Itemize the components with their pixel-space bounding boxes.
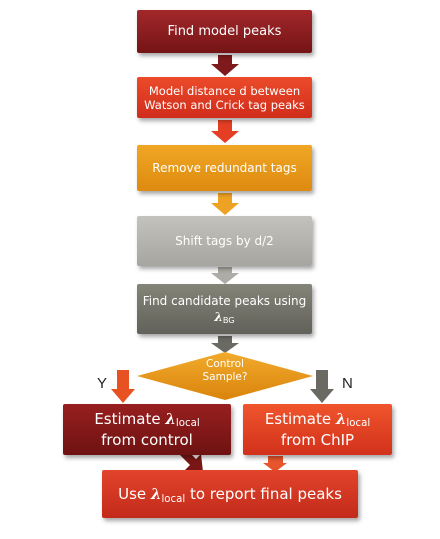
- step-report-final-peaks: Use λlocal to report final peaks: [102, 470, 358, 518]
- step-model-distance: Model distance d between Watson and Cric…: [137, 77, 312, 118]
- step-find-candidates-label: Find candidate peaks using: [142, 293, 307, 308]
- yes-label: Y: [97, 375, 108, 392]
- local-subscript: local: [346, 418, 371, 430]
- arrow-right-merge: [263, 456, 287, 472]
- step-find-model-peaks: Find model peaks: [137, 10, 312, 53]
- decision-label: Control Sample?: [202, 358, 248, 383]
- report-final-label: to report final peaks: [189, 485, 342, 503]
- lambda-symbol: λ: [150, 485, 162, 503]
- use-word: Use: [118, 485, 147, 503]
- arrow-5: [211, 336, 239, 353]
- local-subscript: local: [175, 418, 200, 430]
- lambda-symbol: λ: [165, 409, 176, 428]
- step-find-candidates: Find candidate peaks using λBG: [137, 284, 312, 334]
- arrow-yes: [111, 370, 135, 403]
- estimate-word: Estimate: [264, 409, 332, 428]
- arrow-no: [310, 370, 334, 403]
- decision-diamond: [137, 352, 313, 400]
- arrow-4: [211, 267, 239, 284]
- step-model-distance-label: Model distance d between Watson and Cric…: [144, 83, 305, 112]
- from-chip-label: from ChIP: [280, 430, 355, 449]
- lambda-symbol: λ: [335, 409, 347, 428]
- arrow-3: [211, 193, 239, 215]
- arrow-1: [211, 55, 239, 76]
- local-subscript: local: [161, 493, 186, 505]
- step-find-model-peaks-label: Find model peaks: [167, 24, 282, 39]
- step-shift-tags: Shift tags by d/2: [137, 216, 312, 266]
- lambda-symbol: λ: [214, 309, 223, 324]
- arrow-2: [211, 120, 239, 143]
- step-estimate-from-chip: Estimate λlocal from ChIP: [243, 404, 392, 455]
- estimate-word: Estimate: [94, 409, 161, 428]
- step-remove-redundant: Remove redundant tags: [137, 145, 312, 191]
- no-label: N: [342, 375, 353, 392]
- bg-subscript: BG: [222, 314, 235, 325]
- from-control-label: from control: [101, 430, 193, 449]
- step-shift-tags-label: Shift tags by d/2: [175, 234, 274, 248]
- step-remove-redundant-label: Remove redundant tags: [152, 161, 297, 175]
- step-estimate-from-control: Estimate λlocal from control: [63, 404, 231, 455]
